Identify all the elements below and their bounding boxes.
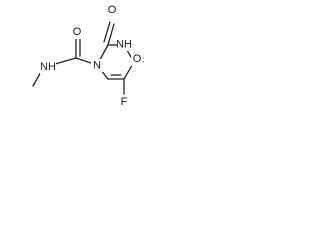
atom-n-amide: NH: [40, 61, 56, 73]
atom-n1: N: [93, 60, 101, 72]
atom-labels: N NH O O O NH F: [40, 4, 143, 109]
bond-c2-o-top-double: [103, 21, 111, 43]
atom-o-amide: O: [73, 26, 82, 38]
bond-camide-nh: [54, 57, 77, 65]
atom-o-right: O: [133, 53, 142, 65]
atom-n3: NH: [116, 39, 132, 51]
bond-c2-o-top: [107, 23, 115, 46]
bond-lines: [32, 21, 144, 95]
label-bg-f: [118, 96, 130, 109]
chemical-structure: N NH O O O NH F: [32, 4, 144, 109]
label-bg-n3: [117, 38, 132, 51]
atom-o-top: O: [108, 4, 117, 16]
label-bg-n1: [91, 59, 103, 72]
label-bg-o-amide: [71, 26, 83, 39]
label-bg-n-amide: [40, 61, 56, 74]
label-bg-o-right: [131, 53, 143, 66]
label-bg-o-top: [106, 4, 118, 17]
atom-f: F: [121, 96, 128, 108]
